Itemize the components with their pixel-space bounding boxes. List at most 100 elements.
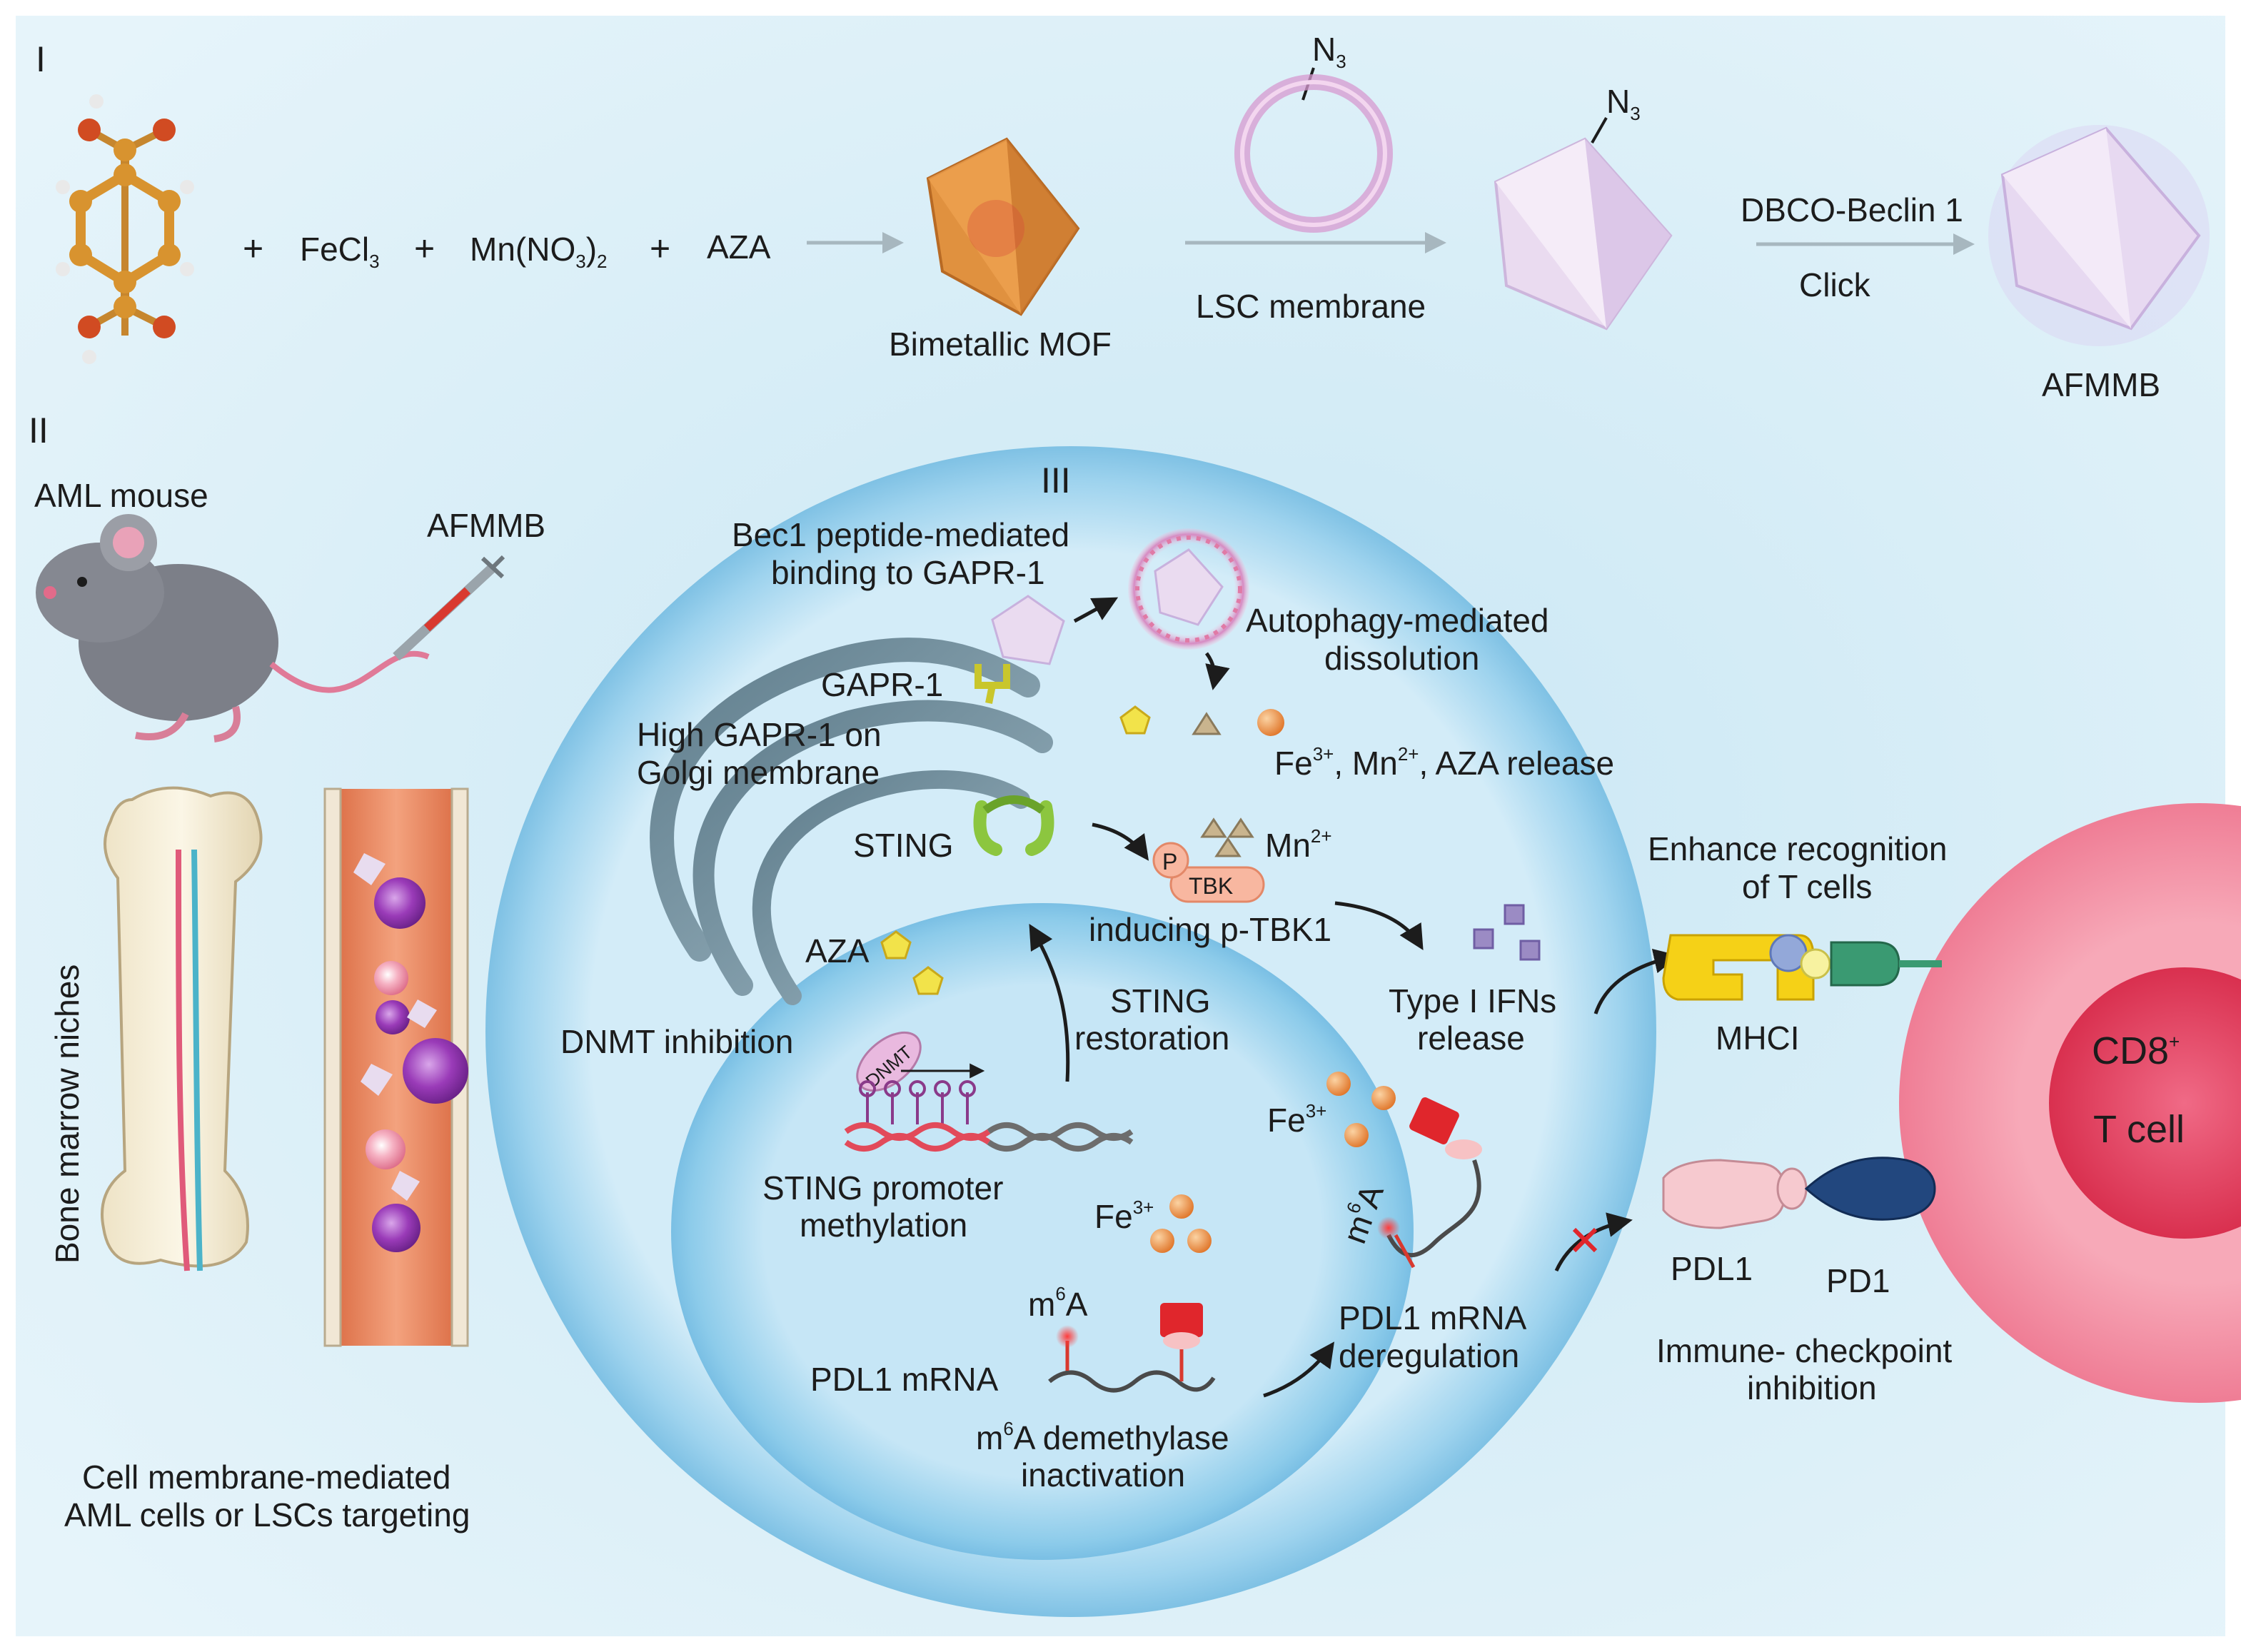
methylation-marks-icon [859,1080,976,1124]
mn-tbk-superscript: 2+ [1311,825,1332,847]
ion-release-label: Fe3+, Mn2+, AZA release [1274,743,1614,782]
autophagy-label-line-1: Autophagy-mediated [1246,602,1549,639]
enhance-recognition-label-line-2: of T cells [1742,868,1872,905]
n3-label-2: N3 [1606,83,1641,124]
pdl1-mrna-label: PDL1 mRNA [810,1361,999,1398]
mouse-icon [36,514,430,742]
mhci-label: MHCI [1716,1019,1800,1057]
checkpoint-label-line-2: inhibition [1747,1369,1877,1406]
panel-label-ii: II [29,411,49,450]
aza-label: AZA [805,932,870,969]
mn-tbk-label: Mn2+ [1265,825,1332,864]
demethylase-rest: A demethylase [1014,1419,1229,1456]
autophagosome-icon [1128,528,1249,650]
mn-nitrate-sub-2: 2 [597,251,607,272]
mn-triangles-icon [1200,817,1254,857]
afmmb-product-label: AFMMB [2042,366,2160,403]
ion-release-aza: , AZA release [1419,745,1614,782]
n3-label-1: N3 [1312,31,1346,72]
ifn-molecules-icon [1473,904,1541,961]
t-cell-label: T cell [2093,1108,2185,1151]
coated-mof-icon [1494,137,1673,331]
bound-nanoparticle-icon [975,595,1065,704]
mn-nitrate-label: Mn(NO3)2 [470,231,608,272]
lsc-membrane-vesicle-icon [1234,74,1393,233]
aza-pentagon-icon-2 [880,930,912,960]
n3-subscript-2: 3 [1630,103,1640,124]
phospho-label: P [1162,849,1177,875]
fe-cytoplasm-text: Fe [1267,1102,1306,1139]
pdl1-dereg-label-line-1: PDL1 mRNA [1339,1299,1527,1336]
targeting-caption-line-2: AML cells or LSCs targeting [64,1496,470,1533]
tbk-complex-icon [1152,842,1265,903]
golgi-label-line-2: Golgi membrane [637,754,880,791]
sting-promoter-label-line-1: STING promoter [762,1169,1003,1207]
m6a-m: m [1028,1286,1055,1323]
sting-promoter-label-line-2: methylation [800,1207,967,1244]
iron-balls-nucleus-icon [1150,1194,1212,1253]
sting-restoration-label-line-1: STING [1110,982,1211,1019]
fe-nucleus-text: Fe [1094,1198,1133,1235]
m6a-6: 6 [1055,1283,1065,1304]
pdl1-pd1-icon [1662,1157,1936,1229]
fe-nucleus-label: Fe3+ [1094,1197,1154,1235]
ifn-release-label-line-1: Type I IFNs [1389,982,1556,1019]
mn-triangle-icon [1192,712,1222,735]
dnmt-inhibition-label: DNMT inhibition [560,1023,793,1060]
fecl3-label: FeCl3 [300,231,380,272]
fe-cytoplasm-label: Fe3+ [1267,1100,1326,1139]
m6a-label: m6A [1028,1283,1088,1323]
demethylase-label-line-1: m6A demethylase [976,1418,1229,1456]
plus-sign-1: + [243,228,263,268]
golgi-label-line-1: High GAPR-1 on [637,716,882,753]
iron-ball-icon [1257,709,1284,736]
syringe-icon [393,555,505,661]
autophagy-label-line-2: dissolution [1324,640,1479,677]
cd8-text: CD8 [2092,1029,2169,1072]
bone-marrow-niches-label: Bone marrow niches [49,964,86,1264]
m6a-a: A [1066,1286,1088,1323]
demethylase-6: 6 [1003,1418,1013,1439]
dissolution-arrow [1204,652,1230,690]
plus-sign-2: + [414,228,435,268]
demethylase-to-dereg-arrow [1263,1341,1335,1398]
bone-icon [101,786,263,1271]
panel-label-i: I [36,39,46,79]
mn-nitrate-part-b: ) [586,231,597,268]
ifn-to-mhc-arrow [1593,948,1679,1014]
gapr1-label: GAPR-1 [821,666,943,703]
demethylase-label-line-2: inactivation [1021,1456,1185,1494]
targeting-caption-line-1: Cell membrane-mediated [82,1459,450,1496]
ifn-release-label-line-2: release [1417,1019,1525,1057]
fe-cytoplasm-superscript: 3+ [1306,1100,1327,1122]
afmmb-injection-label: AFMMB [427,507,545,544]
uptake-arrow [1073,597,1119,623]
bec1-binding-label-line-1: Bec1 peptide-mediated [732,516,1069,553]
n3-text-2: N [1606,83,1630,120]
block-x-icon [1572,1227,1598,1253]
aza-reagent-label: AZA [707,228,771,266]
sting-restoration-arrow [1029,923,1070,1082]
mhci-complex-icon [1662,934,1942,1001]
dereg-mrna-strand-icon [1377,1097,1482,1269]
plus-sign-3: + [650,228,670,268]
aml-mouse-label: AML mouse [34,477,208,514]
mn-tbk-text: Mn [1265,827,1311,864]
sting-protein-icon [973,795,1054,856]
blood-vessel-icon [323,787,469,1347]
sting-to-tbk-arrow [1092,822,1149,861]
n3-bond-2 [1591,117,1608,143]
pdl1-label: PDL1 [1671,1250,1753,1287]
aza-pentagon-icon [1119,705,1151,735]
fecl3-text: FeCl [300,231,369,268]
dbco-beclin-label: DBCO-Beclin 1 [1741,191,1963,228]
inducing-ptbk1-label: inducing p-TBK1 [1089,911,1331,948]
bimetallic-mof-icon [926,137,1080,316]
nucleus [671,903,1414,1560]
ion-release-fe: Fe [1274,745,1313,782]
pdl1-mrna-strand-icon [1048,1303,1216,1393]
bec1-binding-label-line-2: binding to GAPR-1 [771,554,1045,591]
pd1-label: PD1 [1826,1262,1890,1299]
